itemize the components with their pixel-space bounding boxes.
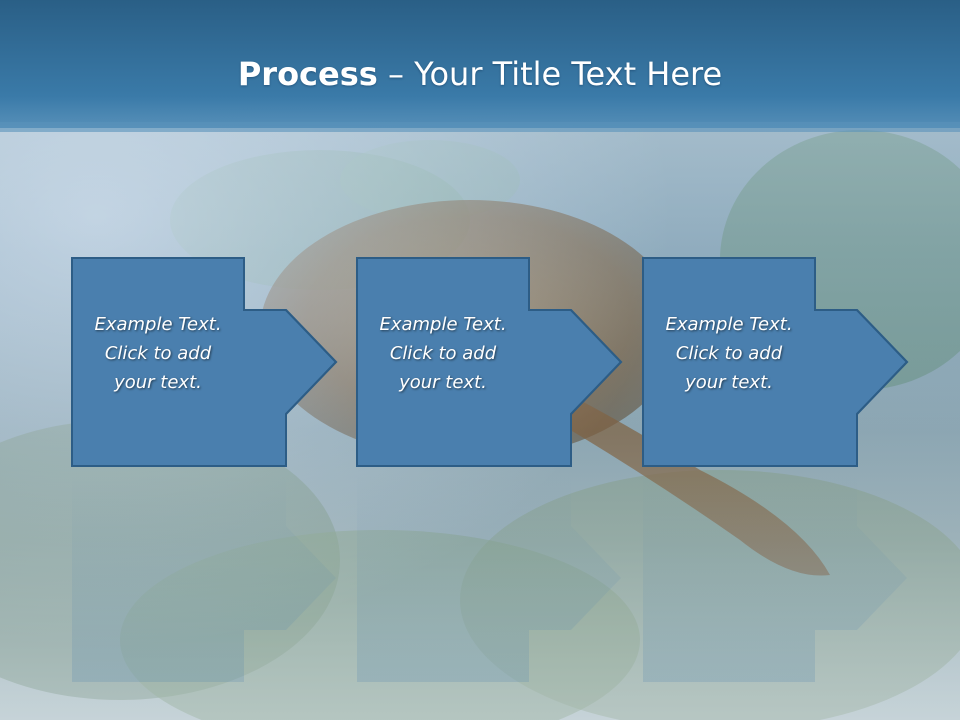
step-1-text[interactable]: Example Text. Click to add your text. bbox=[72, 310, 244, 397]
title-bar bbox=[0, 0, 960, 128]
right-arrow-icon bbox=[815, 309, 909, 466]
process-step-3[interactable] bbox=[642, 257, 909, 682]
title-bold: Process bbox=[237, 55, 378, 93]
right-arrow-icon bbox=[244, 309, 338, 466]
title-rest: – Your Title Text Here bbox=[377, 55, 723, 93]
step-3-text[interactable]: Example Text. Click to add your text. bbox=[643, 310, 815, 397]
step-1-line-1: Example Text. bbox=[94, 314, 222, 335]
slide-title[interactable]: Process – Your Title Text Here bbox=[0, 52, 960, 96]
step-1-line-2: Click to add bbox=[104, 343, 212, 364]
step-2-line-3: your text. bbox=[399, 372, 487, 393]
step-1-reflection bbox=[72, 474, 336, 682]
step-2-text[interactable]: Example Text. Click to add your text. bbox=[357, 310, 529, 397]
process-step-1[interactable] bbox=[71, 257, 338, 682]
step-3-line-2: Click to add bbox=[675, 343, 783, 364]
process-step-2[interactable] bbox=[356, 257, 623, 682]
step-1-line-3: your text. bbox=[114, 372, 202, 393]
step-3-line-3: your text. bbox=[685, 372, 773, 393]
step-3-line-1: Example Text. bbox=[665, 314, 793, 335]
step-2-line-2: Click to add bbox=[389, 343, 497, 364]
step-2-reflection bbox=[357, 474, 621, 682]
step-3-reflection bbox=[643, 474, 907, 682]
step-2-line-1: Example Text. bbox=[379, 314, 507, 335]
right-arrow-icon bbox=[529, 309, 623, 466]
